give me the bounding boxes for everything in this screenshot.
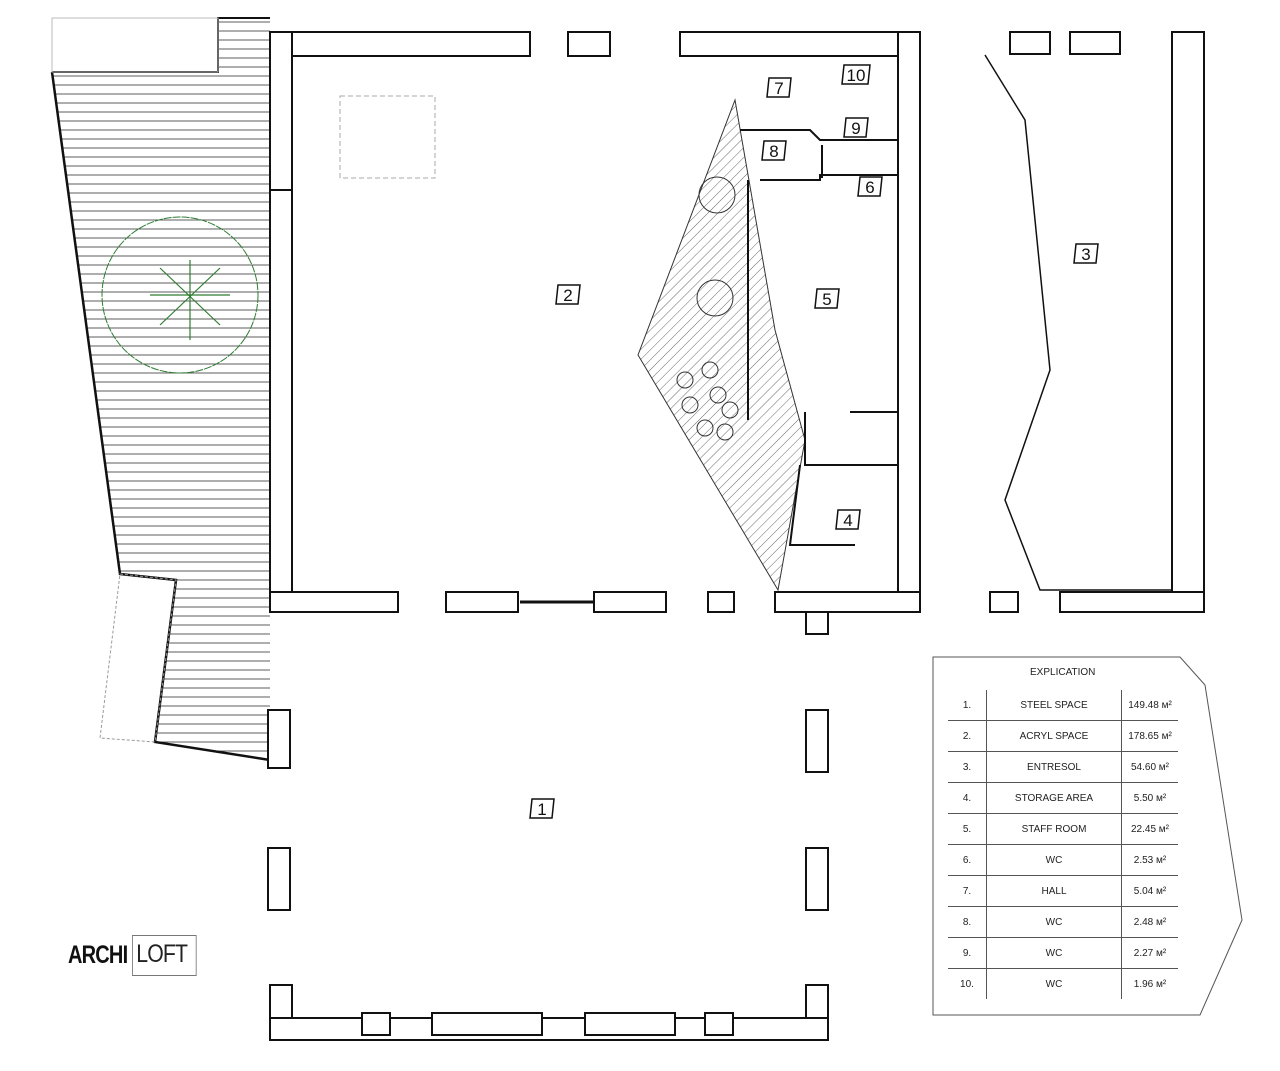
row-area: 5.04 м² bbox=[1133, 885, 1167, 897]
row-name: STEEL SPACE bbox=[986, 690, 1122, 720]
table-row: 2. ACRYL SPACE 178.65 м² bbox=[948, 721, 1178, 752]
table-row: 7. HALL 5.04 м² bbox=[948, 876, 1178, 907]
row-number: 3. bbox=[962, 761, 972, 773]
hatched-acrylic-zone bbox=[637, 98, 806, 592]
entresol-outline bbox=[984, 54, 1172, 591]
interior-partitions bbox=[520, 129, 898, 604]
row-number: 4. bbox=[962, 792, 972, 804]
row-number: 10. bbox=[960, 978, 974, 990]
row-area: 54.60 м² bbox=[1130, 761, 1169, 773]
room-label-2: 2 bbox=[563, 286, 572, 305]
walls bbox=[267, 31, 1205, 1041]
room-label-7: 7 bbox=[774, 79, 783, 98]
row-number: 6. bbox=[962, 854, 972, 866]
row-name: HALL bbox=[986, 876, 1122, 906]
row-name: WC bbox=[986, 969, 1122, 999]
row-name: WC bbox=[986, 907, 1122, 937]
room-label-6: 6 bbox=[865, 178, 874, 197]
entresol-opening bbox=[339, 95, 436, 179]
row-name: WC bbox=[986, 938, 1122, 968]
table-row: 3. ENTRESOL 54.60 м² bbox=[948, 752, 1178, 783]
room-label-4: 4 bbox=[843, 511, 852, 530]
table-row: 6. WC 2.53 м² bbox=[948, 845, 1178, 876]
explication-frame bbox=[932, 656, 1243, 1016]
room-label-10: 10 bbox=[847, 66, 866, 85]
room-label-1: 1 bbox=[537, 800, 546, 819]
row-area: 2.27 м² bbox=[1133, 947, 1167, 959]
table-row: 9. WC 2.27 м² bbox=[948, 938, 1178, 969]
room-label-9: 9 bbox=[851, 119, 860, 138]
room-label-8: 8 bbox=[769, 142, 778, 161]
tree-icon bbox=[101, 216, 259, 374]
table-row: 8. WC 2.48 м² bbox=[948, 907, 1178, 938]
row-name: WC bbox=[986, 845, 1122, 875]
row-name: ACRYL SPACE bbox=[986, 721, 1122, 751]
row-area: 2.53 м² bbox=[1133, 854, 1167, 866]
room-labels bbox=[529, 64, 1099, 819]
row-name: STAFF ROOM bbox=[986, 814, 1122, 844]
row-number: 2. bbox=[962, 730, 972, 742]
row-number: 9. bbox=[962, 947, 972, 959]
logo-part1: ARCHI bbox=[68, 941, 128, 969]
table-row: 4. STORAGE AREA 5.50 м² bbox=[948, 783, 1178, 814]
logo-part2: LOFT bbox=[132, 935, 197, 976]
table-row: 5. STAFF ROOM 22.45 м² bbox=[948, 814, 1178, 845]
terrace-deck bbox=[50, 17, 271, 762]
explication-title: EXPLICATION bbox=[1030, 667, 1096, 678]
table-chairs bbox=[676, 176, 739, 441]
row-number: 1. bbox=[962, 699, 972, 711]
row-area: 22.45 м² bbox=[1130, 823, 1169, 835]
row-area: 2.48 м² bbox=[1133, 916, 1167, 928]
row-name: ENTRESOL bbox=[986, 752, 1122, 782]
row-area: 149.48 м² bbox=[1128, 699, 1172, 711]
archiloft-logo: ARCHI LOFT bbox=[68, 935, 208, 976]
explication-table: 1. STEEL SPACE 149.48 м² 2. ACRYL SPACE 178.… bbox=[948, 690, 1178, 999]
table-row: 1. STEEL SPACE 149.48 м² bbox=[948, 690, 1178, 721]
row-number: 5. bbox=[962, 823, 972, 835]
row-number: 7. bbox=[962, 885, 972, 897]
row-area: 5.50 м² bbox=[1133, 792, 1167, 804]
row-name: STORAGE AREA bbox=[986, 783, 1122, 813]
row-number: 8. bbox=[962, 916, 972, 928]
row-area: 178.65 м² bbox=[1128, 730, 1172, 742]
row-area: 1.96 м² bbox=[1133, 978, 1167, 990]
table-row: 10. WC 1.96 м² bbox=[948, 969, 1178, 999]
room-label-5: 5 bbox=[822, 290, 831, 309]
room-label-3: 3 bbox=[1081, 245, 1090, 264]
